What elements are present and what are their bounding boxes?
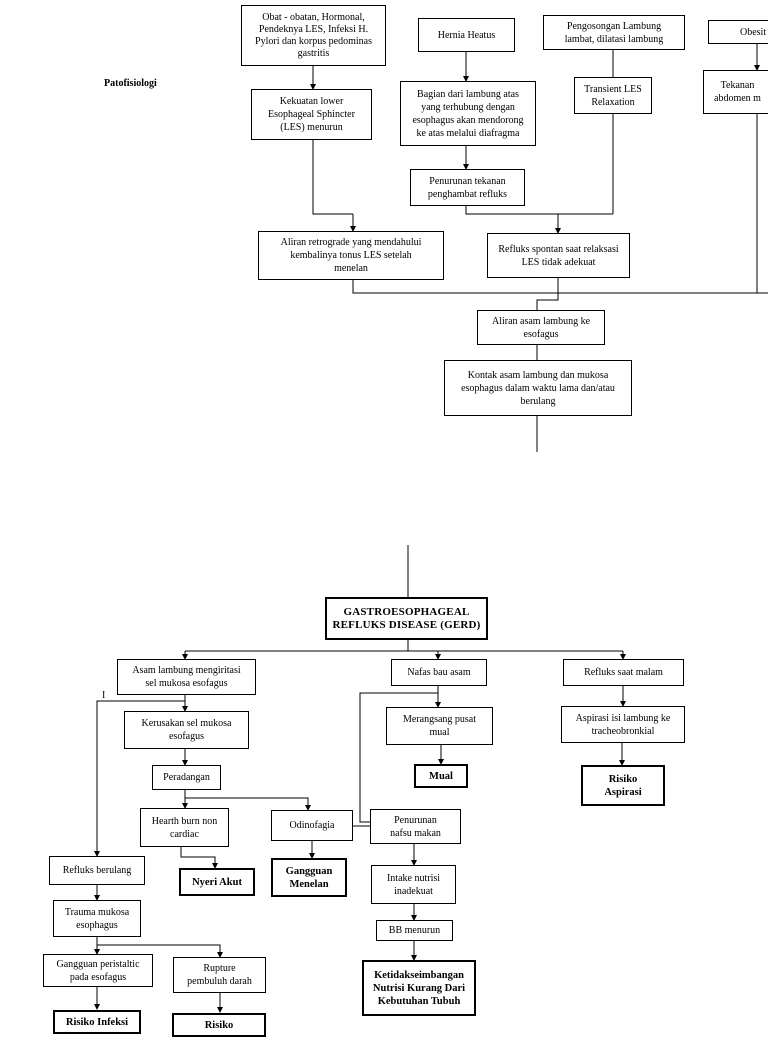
node-hernia-heatus: Hernia Heatus <box>418 18 515 52</box>
diagnosis-ketidakseimbangan-nutrisi: Ketidakseimbangan Nutrisi Kurang Dari Ke… <box>362 960 476 1016</box>
node-refluks-berulang: Refluks berulang <box>49 856 145 885</box>
diagnosis-risiko-aspirasi: Risiko Aspirasi <box>581 765 665 806</box>
node-odinofagia: Odinofagia <box>271 810 353 841</box>
node-asam-iritasi: Asam lambung mengiritasi sel mukosa esof… <box>117 659 256 695</box>
node-intake-nutrisi: Intake nutrisi inadekuat <box>371 865 456 904</box>
diagnosis-nyeri-akut: Nyeri Akut <box>179 868 255 896</box>
margin-mark: I <box>102 690 106 701</box>
node-tekanan-abdomen: Tekanan abdomen m <box>703 70 768 114</box>
node-gangguan-peristaltic: Gangguan peristaltic pada esofagus <box>43 954 153 987</box>
node-merangsang-mual: Merangsang pusat mual <box>386 707 493 745</box>
node-refluks-spontan: Refluks spontan saat relaksasi LES tidak… <box>487 233 630 278</box>
node-peradangan: Peradangan <box>152 765 221 790</box>
node-aspirasi-isi: Aspirasi isi lambung ke tracheobronkial <box>561 706 685 743</box>
node-obesitas: Obesit <box>708 20 768 44</box>
node-nafas-bau-asam: Nafas bau asam <box>391 659 487 686</box>
node-penurunan-tekanan: Penurunan tekanan penghambat refluks <box>410 169 525 206</box>
diagnosis-risiko-infeksi: Risiko Infeksi <box>53 1010 141 1034</box>
diagnosis-risiko-perdarahan: Risiko <box>172 1013 266 1037</box>
node-refluks-malam: Refluks saat malam <box>563 659 684 686</box>
node-kerusakan-sel: Kerusakan sel mukosa esofagus <box>124 711 249 749</box>
node-rupture-pembuluh: Rupture pembuluh darah <box>173 957 266 993</box>
node-kontak-asam: Kontak asam lambung dan mukosa esophagus… <box>444 360 632 416</box>
node-bb-menurun: BB menurun <box>376 920 453 941</box>
node-bagian-lambung: Bagian dari lambung atas yang terhubung … <box>400 81 536 146</box>
node-trauma-mukosa: Trauma mukosa esophagus <box>53 900 141 937</box>
diagnosis-mual: Mual <box>414 764 468 788</box>
node-pengosongan-lambung: Pengosongan Lambung lambat, dilatasi lam… <box>543 15 685 50</box>
node-transient-les: Transient LES Relaxation <box>574 77 652 114</box>
section-label: Patofisiologi <box>104 78 157 89</box>
node-gerd-title: GASTROESOPHAGEAL REFLUKS DISEASE (GERD) <box>325 597 488 640</box>
diagnosis-gangguan-menelan: Gangguan Menelan <box>271 858 347 897</box>
node-risk-factors: Obat - obatan, Hormonal, Pendeknya LES, … <box>241 5 386 66</box>
node-aliran-retrograde: Aliran retrograde yang mendahului kembal… <box>258 231 444 280</box>
node-hearth-burn: Hearth burn non cardiac <box>140 808 229 847</box>
node-kekuatan-les: Kekuatan lower Esophageal Sphincter (LES… <box>251 89 372 140</box>
node-aliran-asam: Aliran asam lambung ke esofagus <box>477 310 605 345</box>
node-penurunan-nafsu: Penurunan nafsu makan <box>370 809 461 844</box>
